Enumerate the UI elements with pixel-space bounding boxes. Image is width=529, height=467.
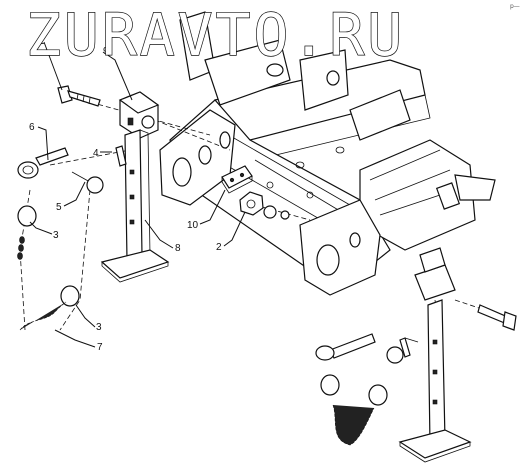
leader-lines — [29, 41, 246, 348]
part-bolt — [57, 85, 101, 107]
part-chain — [19, 301, 67, 331]
callout-10: 10 — [187, 220, 199, 231]
part-lock-pin — [17, 147, 69, 179]
main-frame — [159, 11, 496, 301]
part-small-pin — [115, 145, 127, 167]
callout-4: 4 — [93, 148, 99, 159]
part-r-clip — [71, 171, 104, 194]
corner-mark: p— — [510, 3, 520, 10]
part-bolt-right — [477, 304, 517, 331]
part-jack-stand-right — [398, 299, 472, 463]
callout-3-lower: 3 — [96, 322, 102, 333]
part-ring-right-b — [368, 384, 388, 406]
callout-1: 1 — [39, 36, 45, 47]
part-nut — [239, 191, 290, 220]
part-lock-pin-right — [315, 333, 419, 364]
callout-8: 8 — [175, 243, 181, 254]
part-chain-right — [332, 404, 375, 446]
watermark-text: ZURAVTO.RU — [26, 1, 405, 69]
part-bracket-block — [118, 91, 160, 139]
part-ring-upper — [17, 205, 37, 227]
callout-3-upper: 3 — [53, 230, 59, 241]
callout-2: 2 — [216, 242, 222, 253]
callout-7: 7 — [97, 342, 103, 353]
part-ring-lower — [60, 285, 80, 307]
part-chain-left — [17, 236, 25, 260]
part-ring-right-a — [320, 374, 340, 396]
callout-5: 5 — [56, 202, 62, 213]
part-pad — [221, 165, 253, 194]
callout-9: 9 — [103, 46, 109, 57]
callout-6: 6 — [29, 122, 35, 133]
part-jack-stand — [100, 129, 170, 283]
